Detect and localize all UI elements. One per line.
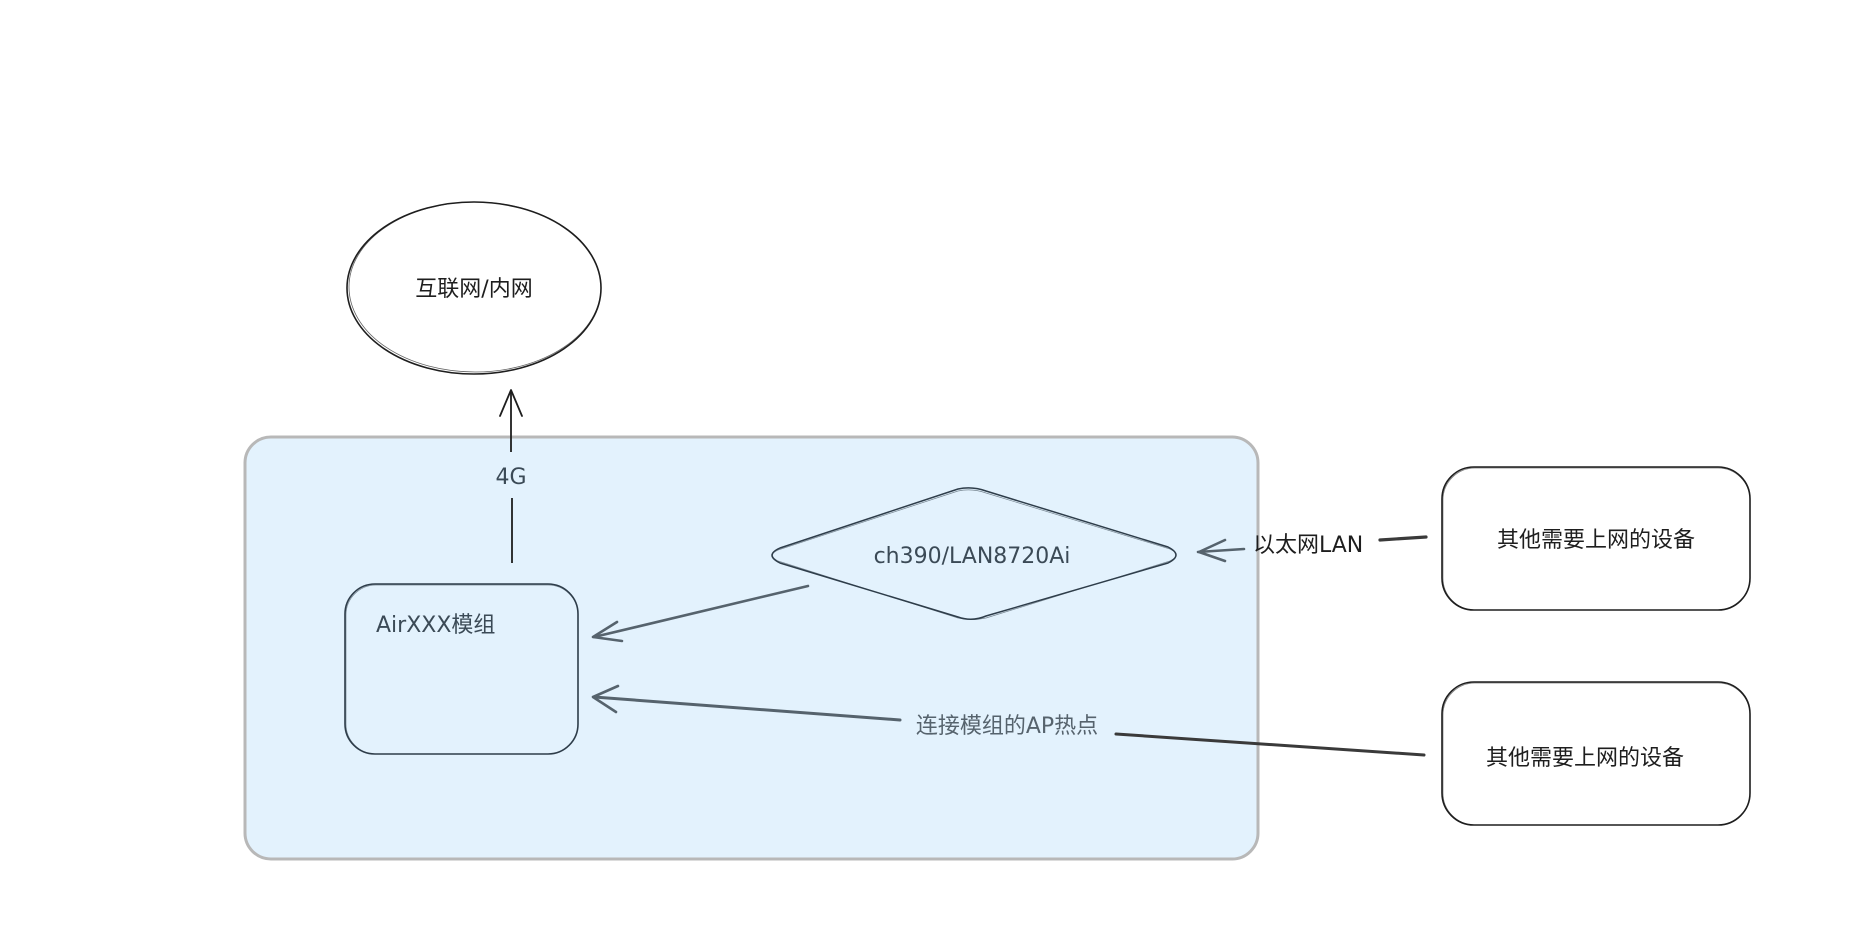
device-ap-node[interactable]: 其他需要上网的设备 [1441,681,1751,826]
internet-node[interactable]: 互联网/内网 [346,201,602,375]
arrowhead-left-icon [591,684,620,714]
edge-4g-label: 4G [495,465,526,490]
edge-device-to-module[interactable]: 连接模组的AP热点 [591,684,1426,757]
container-box[interactable] [243,435,1260,861]
arrowhead-left-icon [1197,538,1227,563]
edge-device-to-module-line-right[interactable] [1114,732,1426,757]
arrowhead-up-icon [499,389,523,417]
edge-lan-label: 以太网LAN [1253,533,1363,558]
eth-chip-diamond[interactable] [771,487,1177,620]
container-group[interactable] [243,435,1260,861]
eth-chip-label: ch390/LAN8720Ai [874,544,1071,569]
module-node[interactable]: AirXXX模组 [344,583,579,755]
arrowhead-left-icon [591,620,624,643]
edge-device-to-chip-line-left[interactable] [1196,547,1246,554]
device-ap-label: 其他需要上网的设备 [1486,746,1684,771]
edge-device-to-module-line-left[interactable] [592,695,902,722]
edge-chip-to-module-line[interactable] [592,584,810,639]
edge-4g[interactable]: 4G [495,389,527,563]
eth-chip-node[interactable]: ch390/LAN8720Ai [771,487,1177,620]
device-lan-node[interactable]: 其他需要上网的设备 [1441,466,1751,611]
edge-device-to-chip[interactable]: 以太网LAN [1196,533,1428,563]
module-label: AirXXX模组 [376,613,495,638]
edge-device-to-chip-line-right[interactable] [1378,535,1428,542]
device-lan-label: 其他需要上网的设备 [1497,528,1695,553]
internet-label: 互联网/内网 [415,277,532,302]
edge-ap-label: 连接模组的AP热点 [916,714,1098,739]
edge-chip-to-module[interactable] [591,584,810,643]
